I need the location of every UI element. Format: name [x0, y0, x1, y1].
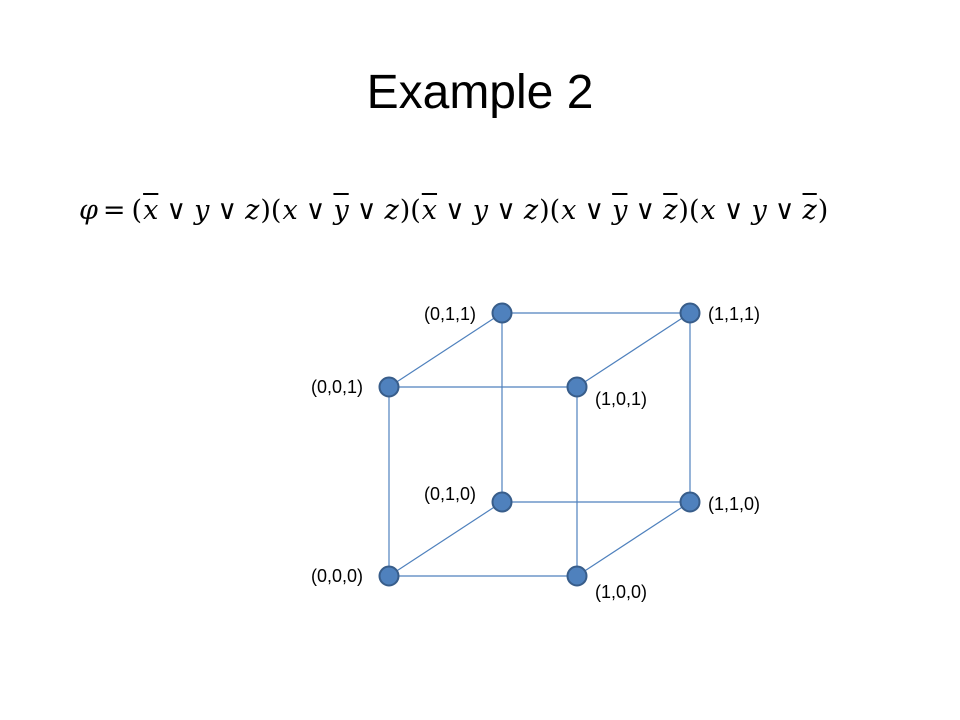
negated-literal: y: [612, 195, 628, 226]
cube-vertex: [378, 376, 400, 398]
or-operator: ∨: [305, 195, 326, 226]
cube-edge: [388, 501, 503, 577]
negated-literal: x: [143, 195, 159, 226]
formula-lhs: φ: [79, 195, 98, 226]
literal: z: [384, 195, 399, 226]
negated-literal: z: [663, 195, 678, 226]
clause-close-paren: ): [817, 195, 829, 226]
cube-edge: [576, 501, 691, 577]
or-operator: ∨: [445, 195, 465, 226]
or-operator: ∨: [496, 195, 516, 226]
cube-vertex: [679, 491, 701, 513]
clause-open-paren: (: [410, 195, 421, 226]
literal: x: [700, 195, 716, 226]
clause-open-paren: (: [549, 195, 561, 226]
cube-vertex: [491, 302, 513, 324]
or-operator: ∨: [166, 195, 187, 226]
or-operator: ∨: [356, 195, 377, 226]
or-operator: ∨: [723, 195, 744, 226]
literal: y: [751, 195, 767, 226]
clause-close-paren: ): [678, 195, 689, 226]
literal: y: [472, 195, 489, 226]
cube-edge: [388, 312, 503, 388]
vertex-label: (0,0,1): [311, 377, 363, 397]
negated-literal: x: [421, 195, 438, 226]
cube-vertex-labels: (0,0,0) (1,0,0) (0,1,0) (1,1,0) (0,0,1) (1,0,…: [311, 304, 760, 602]
cube-vertex: [566, 565, 588, 587]
clause-close-paren: ): [260, 195, 271, 226]
literal: x: [561, 195, 577, 226]
or-operator: ∨: [774, 195, 795, 226]
cube-vertex: [378, 565, 400, 587]
cube-vertex: [679, 302, 701, 324]
negated-literal: z: [802, 195, 817, 226]
clause-open-paren: (: [131, 195, 143, 226]
cnf-formula: φ=(x∨y∨z)(x∨y∨z)(x∨y∨z)(x∨y∨z)(x∨y∨z): [78, 188, 828, 234]
literal: x: [282, 195, 298, 226]
cube-vertex: [566, 376, 588, 398]
vertex-label: (1,1,0): [708, 494, 760, 514]
clause-close-paren: ): [539, 195, 550, 226]
cube-edges: [388, 312, 691, 577]
or-operator: ∨: [584, 195, 605, 226]
formula-equals: =: [102, 195, 126, 226]
vertex-label: (0,1,1): [424, 304, 476, 324]
or-operator: ∨: [217, 195, 238, 226]
cube-edge: [576, 312, 691, 388]
vertex-label: (0,1,0): [424, 484, 476, 504]
clause-open-paren: (: [270, 195, 282, 226]
vertex-label: (1,0,1): [595, 389, 647, 409]
clause-close-paren: ): [399, 195, 411, 226]
slide-title: Example 2: [366, 66, 594, 119]
negated-literal: y: [333, 195, 349, 226]
literal: y: [194, 195, 210, 226]
vertex-label: (1,1,1): [708, 304, 760, 324]
literal: z: [245, 195, 260, 226]
clause-open-paren: (: [688, 195, 700, 226]
vertex-label: (0,0,0): [311, 566, 363, 586]
or-operator: ∨: [635, 195, 656, 226]
vertex-label: (1,0,0): [595, 582, 647, 602]
cube-vertices: [378, 302, 701, 587]
cube-vertex: [491, 491, 513, 513]
literal: z: [523, 195, 539, 226]
